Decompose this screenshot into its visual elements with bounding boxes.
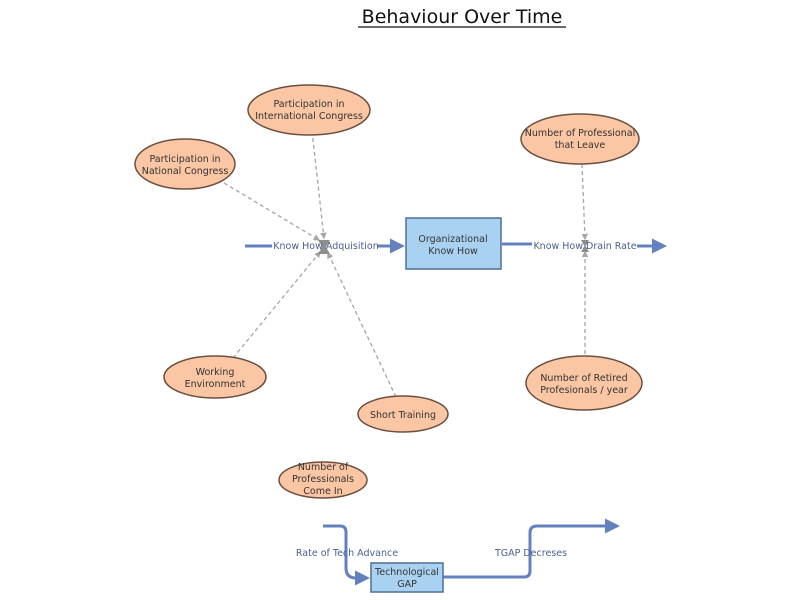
- aux-label-line: Number of: [298, 462, 349, 473]
- aux-retired-professionals: [525, 355, 643, 411]
- aux-label-line: National Congress: [142, 166, 229, 177]
- connector-working-to-acquisition: [232, 250, 321, 359]
- flow-pipe-tgap-decreses: [443, 518, 620, 579]
- valve-icon: [318, 240, 330, 254]
- aux-professionals-come-in: [278, 461, 368, 499]
- stock-organizational-know-how: [405, 217, 502, 270]
- aux-label-line: Come In: [303, 486, 342, 497]
- stock-label-line: Technological: [374, 567, 439, 578]
- aux-participation-international: [247, 84, 371, 136]
- stock-label-line: Know How: [428, 246, 478, 257]
- aux-label-line: Participation in: [150, 154, 221, 165]
- connector-leave-to-drain: [581, 163, 589, 241]
- aux-label-line: Number of Professional: [525, 128, 635, 139]
- aux-label-line: that Leave: [555, 140, 606, 151]
- aux-label-line: Environment: [185, 379, 246, 390]
- aux-label-line: Number of Retired: [540, 373, 627, 384]
- connector-international-to-acquisition: [311, 130, 327, 240]
- stock-label-line: Organizational: [418, 234, 487, 245]
- flow-label-know-how-drain-rate: Know How Drain Rate: [533, 241, 636, 252]
- aux-label-line: Working: [196, 367, 235, 378]
- aux-professionals-leave: [520, 113, 640, 165]
- stock-technological-gap: [370, 562, 444, 593]
- flow-label-rate-of-tech-advance: Rate of Tech Advance: [296, 548, 398, 559]
- flow-label-know-how-adquisition: Know How Adquisition: [273, 241, 378, 252]
- aux-label-line: Participation in: [274, 99, 345, 110]
- aux-label-line: Professionals: [292, 474, 354, 485]
- aux-working-environment: [163, 355, 267, 399]
- aux-short-training: [357, 395, 449, 433]
- aux-label-line: International Congress: [255, 111, 363, 122]
- stock-label-line: GAP: [397, 579, 417, 590]
- aux-label-line: Profesionals / year: [540, 385, 628, 396]
- aux-participation-national: [134, 138, 236, 190]
- page-title: Behaviour Over Time: [362, 6, 563, 28]
- flow-pipe-tech-advance: [323, 524, 370, 586]
- connector-training-to-acquisition: [327, 251, 397, 398]
- valve-icon: [581, 240, 589, 252]
- connector-national-to-acquisition: [223, 182, 321, 241]
- flow-label-tgap-decreses: TGAP Decreses: [494, 548, 567, 559]
- aux-label-line: Short Training: [370, 410, 436, 421]
